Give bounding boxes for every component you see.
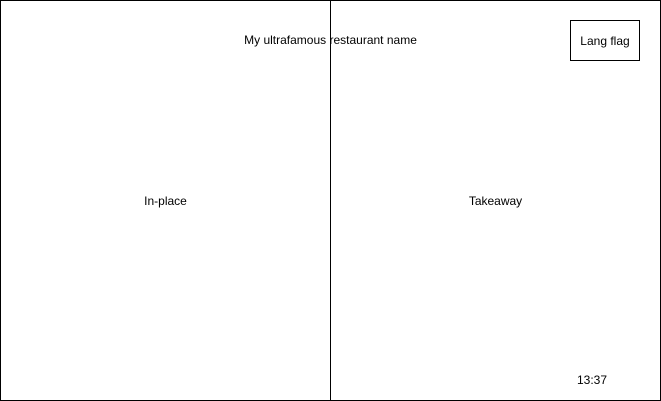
in-place-label: In-place bbox=[144, 194, 187, 208]
clock: 13:37 bbox=[576, 373, 608, 387]
in-place-option[interactable]: In-place bbox=[0, 0, 331, 401]
takeaway-label: Takeaway bbox=[468, 194, 523, 208]
language-flag-button[interactable]: Lang flag bbox=[570, 20, 640, 61]
takeaway-option[interactable]: Takeaway bbox=[330, 0, 661, 401]
